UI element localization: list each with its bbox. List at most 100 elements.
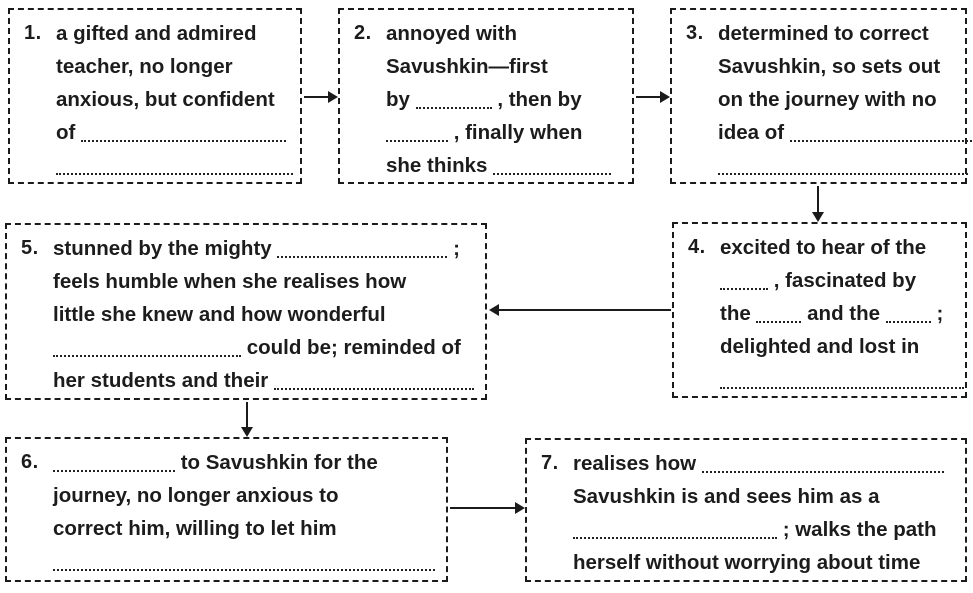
fill-in-blank [277,255,448,258]
text-run: ; [447,237,460,260]
step-6-text: to Savushkin for the journey, no longer a… [53,446,435,578]
step-4-box: 4. excited to hear of the , fascinated b… [672,222,967,398]
text-line: , finally when [386,116,620,149]
text-run: the [720,302,757,325]
fill-in-blank [720,386,964,389]
fill-in-blank [756,320,802,323]
text-run: little she knew and how wonderful [53,303,386,326]
text-line: idea of [718,116,973,149]
step-1-text: a gifted and admired teacher, no longer an… [56,17,293,182]
text-run: of [56,121,82,144]
text-line: little she knew and how wonderful [53,298,474,331]
fill-in-blank [718,172,968,175]
text-line: correct him, willing to let him [53,512,435,545]
text-line: stunned by the mighty ; [53,232,474,265]
text-line: could be; reminded of [53,331,474,364]
step-2-number: 2. [354,22,372,44]
step-1-number: 1. [24,22,42,44]
text-run: , then by [491,88,582,111]
text-run: Savushkin, so sets out [718,55,941,78]
text-line: teacher, no longer [56,50,293,83]
text-line: she thinks [386,149,620,182]
text-line: excited to hear of the [720,231,964,264]
text-run: her students and their [53,369,274,392]
text-line [720,363,964,396]
fill-in-blank [53,469,175,472]
text-line: of [56,116,293,149]
text-run: , fascinated by [768,269,917,292]
fill-in-blank [81,139,287,142]
fill-in-blank [701,470,944,473]
arrow-3-to-4-icon [812,186,824,222]
text-run: delighted and lost in [720,335,920,358]
text-line: herself without worrying about time [573,546,953,579]
fill-in-blank [415,106,492,109]
text-run: idea of [718,121,790,144]
text-line: , fascinated by [720,264,964,297]
step-4-text: excited to hear of the , fascinated by th… [720,231,964,396]
text-run: by [386,88,416,111]
text-line: Savushkin, so sets out [718,50,973,83]
step-4-number: 4. [688,236,706,258]
fill-in-blank [573,536,777,539]
text-line: determined to correct [718,17,973,50]
text-line: Savushkin is and sees him as a [573,480,953,513]
fill-in-blank [53,354,241,357]
text-run: realises how [573,452,702,475]
text-run: journey, no longer anxious to [53,484,339,507]
arrow-5-to-6-icon [241,402,253,437]
fill-in-blank [885,320,931,323]
text-line [56,149,293,182]
step-5-number: 5. [21,237,39,259]
text-run: determined to correct [718,22,929,45]
text-line: anxious, but confident [56,83,293,116]
text-run: on the journey with no [718,88,937,111]
text-run: herself without worrying about time [573,551,921,574]
text-run: teacher, no longer [56,55,233,78]
text-run: Savushkin is and sees him as a [573,485,880,508]
step-6-box: 6. to Savushkin for the journey, no longe… [5,437,448,582]
step-3-number: 3. [686,22,704,44]
fill-in-blank [720,287,768,290]
fill-in-blank [56,172,293,175]
text-run: ; [930,302,944,325]
text-line: her students and their [53,364,474,397]
text-line: to Savushkin for the [53,446,435,479]
text-run: feels humble when she realises how [53,270,407,293]
arrow-6-to-7-icon [450,502,525,514]
text-run: annoyed with [386,22,517,45]
text-line: ; walks the path [573,513,953,546]
step-5-box: 5. stunned by the mighty ; feels humble w… [5,223,487,400]
text-line: realises how [573,447,953,480]
text-line: the and the ; [720,297,964,330]
text-line: Savushkin—first [386,50,620,83]
text-line: journey, no longer anxious to [53,479,435,512]
step-7-number: 7. [541,452,559,474]
text-run: anxious, but confident [56,88,275,111]
text-line: on the journey with no [718,83,973,116]
text-run: could be; reminded of [241,336,461,359]
text-run: stunned by the mighty [53,237,278,260]
text-line: a gifted and admired [56,17,293,50]
arrow-2-to-3-icon [636,91,670,103]
text-run: , finally when [448,121,583,144]
step-5-text: stunned by the mighty ; feels humble when… [53,232,474,397]
step-7-box: 7. realises how Savushkin is and sees hi… [525,438,967,582]
text-line: annoyed with [386,17,620,50]
text-line: by , then by [386,83,620,116]
fill-in-blank [273,387,474,390]
fill-in-blank [493,172,612,175]
step-6-number: 6. [21,451,39,473]
fill-in-blank [789,139,973,142]
text-run: and the [801,302,886,325]
step-1-box: 1. a gifted and admired teacher, no longe… [8,8,302,184]
text-run: ; walks the path [777,518,937,541]
text-run: she thinks [386,154,494,177]
text-line: feels humble when she realises how [53,265,474,298]
fill-in-blank [53,568,435,571]
text-run: correct him, willing to let him [53,517,337,540]
